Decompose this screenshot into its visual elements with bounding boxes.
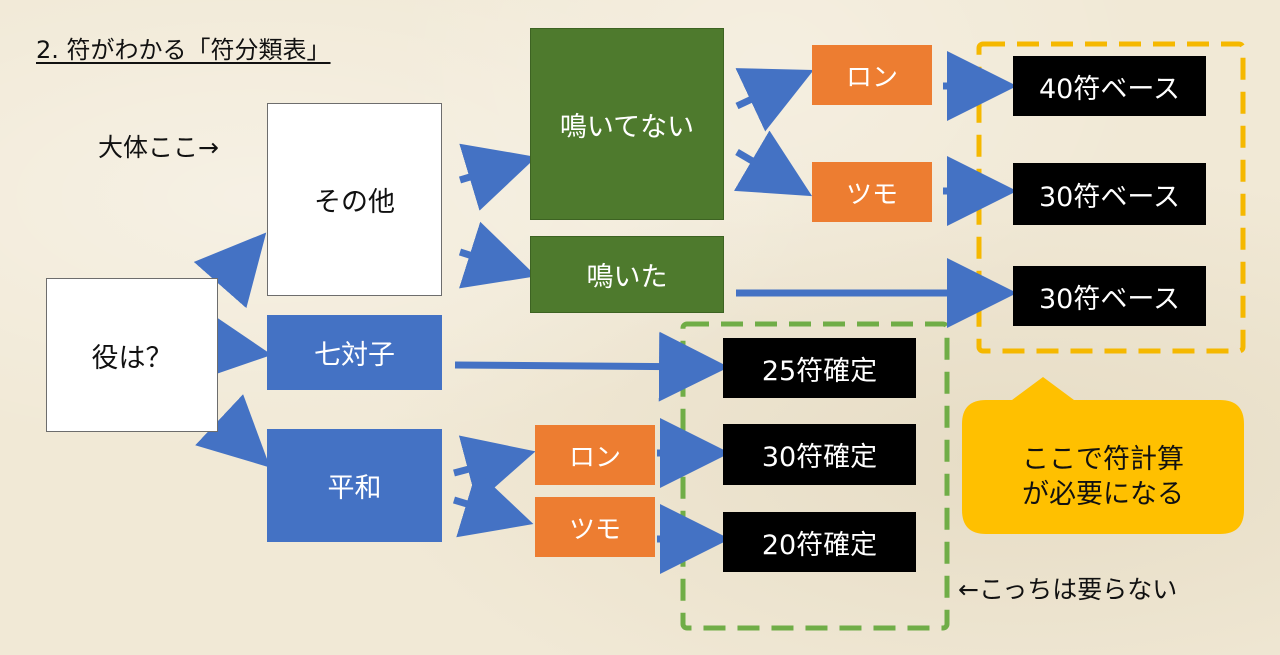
node-menzen: 鳴いてない xyxy=(530,28,724,220)
arrow-yaku-to-chiitoitsu xyxy=(197,310,272,381)
arrow-chiitoitsu-to-25fixed xyxy=(454,331,729,402)
node-ron-pinfu: ロン xyxy=(535,425,655,485)
result-20-fixed: 20符確定 xyxy=(723,512,916,572)
arrow-pinfu-to-ron xyxy=(453,435,536,504)
node-sonota: その他 xyxy=(267,103,442,296)
page-title: 2. 符がわかる「符分類表」 xyxy=(36,36,331,64)
node-yaku: 役は？ xyxy=(46,278,218,432)
arrow-sonota-to-menzen xyxy=(458,143,537,211)
node-tsumo-pinfu: ツモ xyxy=(535,497,655,557)
node-naita: 鳴いた xyxy=(530,236,724,313)
arrow-menzen-to-tsumo xyxy=(733,130,813,197)
node-tsumo-menzen: ツモ xyxy=(812,162,932,222)
node-pinfu: 平和 xyxy=(267,429,442,542)
arrow-menzen-to-ron xyxy=(735,68,814,132)
callout-bubble xyxy=(962,377,1244,534)
arrow-yaku-to-sonota xyxy=(193,232,267,309)
callout-text: ここで符計算 が必要になる xyxy=(963,422,1243,532)
note-mostly-here: 大体ここ→ xyxy=(98,133,219,162)
note-not-needed: ←こっちは要らない xyxy=(958,575,1178,604)
result-40-base: 40符ベース xyxy=(1013,56,1206,116)
result-30-fixed: 30符確定 xyxy=(723,424,916,485)
result-30-base-naita: 30符ベース xyxy=(1013,266,1206,326)
result-30-base-menzen-tsumo: 30符ベース xyxy=(1013,163,1206,225)
arrow-pinfu-to-tsumo xyxy=(452,470,534,538)
fu-calc-group-outline xyxy=(976,41,1246,354)
arrow-yaku-to-pinfu xyxy=(195,394,271,468)
node-chiitoitsu: 七対子 xyxy=(267,315,442,390)
callout-line-1: ここで符計算 xyxy=(1022,443,1184,475)
node-ron-menzen: ロン xyxy=(812,45,932,105)
arrow-sonota-to-naita xyxy=(458,221,537,289)
callout-line-2: が必要になる xyxy=(1022,479,1184,510)
fixed-fu-group-outline xyxy=(680,321,950,631)
result-25-fixed: 25符確定 xyxy=(723,338,916,398)
